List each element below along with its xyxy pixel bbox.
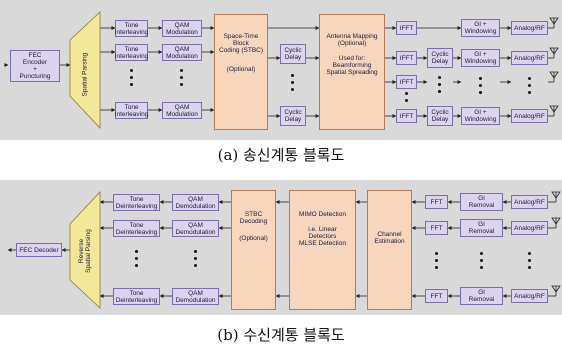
- tx-rf-ellipsis: [528, 77, 532, 98]
- tx-caption: (a) 송신계통 블록도: [217, 146, 345, 164]
- rx-qam-demodulation-2: QAM Demodulation: [172, 220, 219, 237]
- tx-gi-windowing-1: GI + Windowing: [461, 19, 500, 37]
- tx-qam-ellipsis: [180, 69, 184, 90]
- tx-gi-windowing-n: GI + Windowing: [461, 107, 500, 125]
- tx-tone-interleaving-2: Tone Interleaving: [114, 44, 149, 61]
- rx-fft-2: FFT: [425, 221, 448, 235]
- rx-tone-deinterleaving-2: Tone Deinterleaving: [113, 220, 160, 237]
- tx-tone-interleaving-n: Tone Interleaving: [114, 102, 149, 119]
- tx-cyclic-ellipsis: [291, 74, 295, 95]
- tx-tone-interleaving-1: Tone Interleaving: [114, 20, 149, 37]
- tx-ifft-n: IFFT: [396, 109, 417, 123]
- rx-qam-demodulation-1: QAM Demodulation: [172, 194, 219, 211]
- tx-diagram: FEC Encoder + Puncturing Spatial Parsing…: [0, 0, 562, 140]
- rx-gi-ellipsis: [480, 252, 484, 273]
- rx-analog-rf-2: Analog/RF: [511, 221, 548, 235]
- tx-ifft-2: IFFT: [396, 51, 417, 65]
- rx-mimo-title: MIMO Detection: [299, 211, 346, 218]
- rx-caption: (b) 수신계통 블록도: [217, 326, 345, 344]
- rx-mimo-subtitle: i.e. Linear Detectors MLSE Detection: [299, 226, 346, 247]
- tx-ifft-ellipsis: [405, 92, 409, 106]
- tx-qam-modulation-1: QAM Modulation: [162, 20, 202, 37]
- rx-analog-rf-1: Analog/RF: [511, 195, 548, 209]
- rx-mimo-detection-block: MIMO Detection i.e. Linear Detectors MLS…: [289, 190, 356, 310]
- rx-qam-demodulation-n: QAM Demodulation: [172, 288, 219, 305]
- tx-tone-ellipsis: [130, 69, 134, 90]
- tx-mapping-optional: (Optional): [337, 40, 367, 47]
- tx-qam-modulation-n: QAM Modulation: [162, 102, 202, 119]
- rx-tone-ellipsis: [135, 250, 139, 271]
- rx-fec-decoder: FEC Decoder: [16, 243, 62, 257]
- rx-antenna-icons: [551, 191, 561, 296]
- tx-cyclic-delay-2: Cyclic Delay: [427, 48, 453, 68]
- rx-tone-deinterleaving-n: Tone Deinterleaving: [113, 288, 160, 305]
- rx-fft-n: FFT: [425, 289, 448, 303]
- tx-spatial-parsing-label: Spatial Parsing: [81, 52, 89, 97]
- rx-stbc-decoding-block: STBC Decoding (Optional): [231, 190, 276, 310]
- rx-reverse-parsing-label: Reverse Spatial Parsing: [78, 229, 92, 273]
- tx-cyclic-delay-3: Cyclic Delay: [427, 106, 453, 126]
- rx-reverse-parser-shape: [69, 190, 101, 309]
- tx-mapping-used-for: Used for: Beamforming Spatial Spreading: [326, 55, 378, 76]
- tx-antenna-icons: [549, 17, 559, 116]
- tx-qam-modulation-2: QAM Modulation: [162, 44, 202, 61]
- rx-gi-removal-2: GI Removal: [460, 219, 503, 237]
- tx-ifft-3: IFFT: [396, 75, 417, 89]
- tx-mapping-title: Antenna Mapping: [326, 33, 378, 40]
- tx-stbc-optional: (Optional): [226, 66, 256, 73]
- tx-cyclic2-ellipsis: [438, 76, 442, 97]
- rx-channel-estimation-block: Channel Estimation: [367, 190, 412, 310]
- tx-antenna-mapping-block: Antenna Mapping (Optional) Used for: Bea…: [319, 14, 385, 130]
- tx-gi-windowing-2: GI + Windowing: [461, 49, 500, 67]
- rx-channel-estimation-label: Channel Estimation: [374, 231, 405, 245]
- rx-tone-deinterleaving-1: Tone Deinterleaving: [113, 194, 160, 211]
- tx-analog-rf-n: Analog/RF: [511, 109, 548, 123]
- rx-fft-ellipsis: [435, 252, 439, 273]
- tx-cyclic-delay-1: Cyclic Delay: [280, 44, 306, 64]
- tx-gi-ellipsis: [479, 77, 483, 98]
- tx-cyclic-delay-n: Cyclic Delay: [280, 106, 306, 126]
- rx-rf-ellipsis: [528, 252, 532, 273]
- rx-stbc-optional: (Optional): [239, 235, 268, 242]
- rx-stbc-title: STBC Decoding: [239, 211, 268, 225]
- tx-analog-rf-1: Analog/RF: [511, 21, 548, 35]
- tx-stbc-title: Space-Time Block Coding (STBC): [218, 33, 264, 54]
- tx-spatial-parser-shape: [69, 11, 101, 130]
- tx-stbc-block: Space-Time Block Coding (STBC) (Optional…: [214, 14, 268, 130]
- tx-analog-rf-2: Analog/RF: [511, 51, 548, 65]
- rx-gi-removal-n: GI Removal: [460, 287, 503, 305]
- rx-fft-1: FFT: [425, 195, 448, 209]
- rx-gi-removal-1: GI Removal: [460, 193, 503, 211]
- rx-diagram: FEC Decoder Reverse Spatial Parsing Tone…: [0, 180, 562, 315]
- rx-qam-ellipsis: [194, 250, 198, 271]
- rx-analog-rf-n: Analog/RF: [511, 289, 548, 303]
- tx-ifft-1: IFFT: [396, 21, 417, 35]
- tx-fec-encoder: FEC Encoder + Puncturing: [10, 50, 60, 82]
